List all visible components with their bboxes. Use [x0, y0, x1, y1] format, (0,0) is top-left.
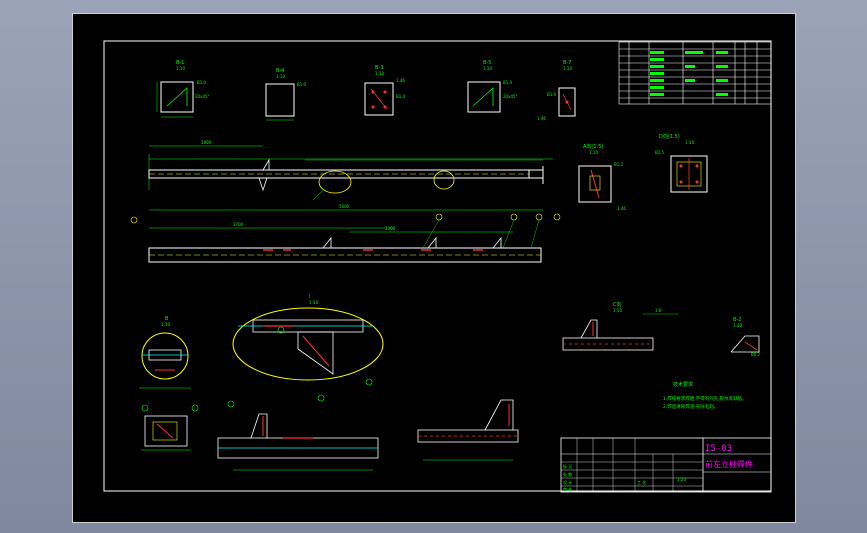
notes-heading: 技术要求	[673, 381, 693, 388]
section-c: C向 1:10 1.6	[562, 301, 679, 351]
i-title: I	[309, 294, 310, 300]
b5-callout: B1.0	[503, 80, 513, 85]
a-title: A向(1:5)	[583, 143, 603, 150]
dim-long-span: 5600	[339, 204, 350, 209]
title-block: I5-03 前左立柱焊件 1:20 标 记 处 数 设 计 审 核 工 艺	[560, 437, 772, 493]
d-callout: B1.5	[655, 150, 665, 155]
c-title: C向	[613, 301, 622, 308]
b1-weld: 20x45°	[195, 94, 210, 99]
b1-title: B-1	[176, 60, 184, 66]
section-b5: B-5 1:10 B1.0 20x45°	[467, 60, 518, 113]
parts-list	[618, 41, 772, 105]
d-scale: 1:10	[685, 140, 694, 145]
b3-callout: B1.0	[396, 94, 406, 99]
drawing-sheet: B-1 1:10 B1.0 20x45° B-4 1:10 B1.0 B-3 1…	[72, 13, 796, 523]
tb-row-count: 处 数	[563, 471, 572, 477]
e-title: B-2	[733, 317, 741, 323]
b5-scale: 1:10	[483, 66, 492, 71]
b7-title: B-7	[563, 60, 571, 66]
b3-scale: 1:10	[375, 71, 384, 76]
drawing-scale: 1:20	[677, 477, 686, 482]
dim-span-a: 3700	[233, 222, 244, 227]
b-scale: 1:10	[161, 322, 170, 327]
dim-main-top: 1800	[201, 140, 212, 145]
drawing-number: I5-03	[705, 444, 732, 454]
detail-lower-right	[417, 399, 519, 461]
section-b4: B-4 1:10 B1.0	[265, 68, 307, 121]
e-callout: B0.2	[751, 352, 761, 357]
i-scale: 1:10	[309, 300, 318, 305]
b1-callout: B1.0	[197, 80, 207, 85]
a-note: 1.46	[617, 206, 626, 211]
detail-lower-middle	[217, 394, 379, 471]
plan-view: 5600 3700 1300	[130, 204, 561, 263]
d-title: D向(1:5)	[659, 133, 680, 140]
section-b: B 1:10	[139, 316, 191, 389]
e-scale: 1:10	[733, 323, 742, 328]
b5-weld: 20x45°	[503, 94, 518, 99]
b7-note: 1.46	[537, 116, 546, 121]
c-scale: 1:10	[613, 308, 622, 313]
c-callout: 1.6	[655, 308, 662, 313]
notes-line1: 1.焊缝要求焊透,不得有气孔,裂纹等缺陷。	[663, 395, 747, 402]
b1-scale: 1:10	[176, 66, 185, 71]
tb-row-mark: 标 记	[563, 463, 572, 469]
b4-title: B-4	[276, 68, 284, 74]
parts-list-fill	[650, 51, 728, 96]
detail-i: I 1:10	[232, 294, 384, 386]
front-elevation: 1800	[148, 140, 553, 201]
dim-span-b: 1300	[385, 226, 396, 231]
a-scale: 1:10	[589, 150, 598, 155]
drawing-name: 前左立柱焊件	[705, 459, 753, 469]
tb-row-design: 设 计	[563, 479, 572, 485]
b7-scale: 1:10	[563, 66, 572, 71]
tb-row-review: 审 核	[563, 486, 572, 492]
a-callout: B1.2	[614, 162, 624, 167]
b4-scale: 1:10	[276, 74, 285, 79]
section-d: D向(1:5) 1:10 B1.5	[655, 133, 708, 193]
b7-callout: B1.0	[547, 92, 557, 97]
section-b7: B-7 1:10 B1.0 1.46	[537, 60, 576, 121]
b-title: B	[165, 316, 169, 322]
inner-frame	[103, 40, 772, 492]
technical-notes: 技术要求 1.焊缝要求焊透,不得有气孔,裂纹等缺陷。 2.焊后清除焊渣,去除毛刺…	[663, 381, 747, 410]
detail-lower-left	[141, 404, 199, 451]
b3-title: B-3	[375, 65, 383, 71]
b5-title: B-5	[483, 60, 491, 66]
notes-line2: 2.焊后清除焊渣,去除毛刺。	[663, 403, 718, 410]
b4-callout: B1.0	[297, 82, 307, 87]
section-b1: B-1 1:10 B1.0 20x45°	[156, 60, 210, 118]
cad-canvas: B-1 1:10 B1.0 20x45° B-4 1:10 B1.0 B-3 1…	[103, 40, 772, 493]
section-b3: B-3 1:10 B1.0 1.46	[364, 65, 406, 116]
tb-row-process: 工 艺	[637, 480, 646, 485]
b3-note: 1.46	[396, 78, 405, 83]
section-b2: B-2 1:10 B0.2	[730, 317, 761, 357]
section-a: A向(1:5) 1:10 B1.2 1.46	[578, 143, 626, 211]
